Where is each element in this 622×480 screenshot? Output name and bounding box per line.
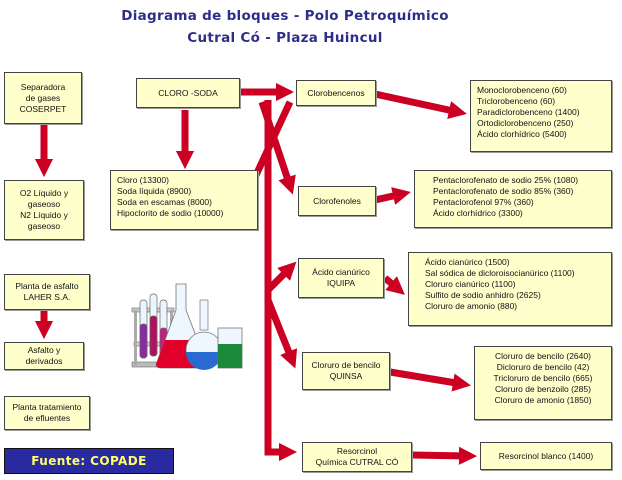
resorcinol-product: Resorcinol blanco (1400) bbox=[498, 450, 594, 461]
gases-box: O2 Líquido y gaseoso N2 Líquido y gaseos… bbox=[4, 180, 84, 240]
arrow-clorobencenos-products bbox=[374, 90, 467, 119]
arrow-branch-acido bbox=[265, 261, 297, 293]
clorofenoles-label: Clorofenoles bbox=[313, 195, 361, 206]
separator-box: Separadora de gases COSERPET bbox=[4, 72, 82, 124]
separator-line2: de gases bbox=[25, 92, 61, 103]
asphalt-products-line1: Asfalto y bbox=[27, 345, 61, 355]
clorobencenos-product: Ortodiclorobenceno (250) bbox=[477, 118, 574, 128]
cloro-soda-product: Soda en escamas (8000) bbox=[117, 197, 212, 207]
resorcinol-line1: Resorcinol bbox=[336, 446, 378, 456]
arrow-bencilo-products bbox=[389, 368, 471, 392]
clorobencenos-product: Paradiclorobenceno (1400) bbox=[477, 107, 580, 117]
diagram-title-line2: Cutral Có - Plaza Huincul bbox=[187, 30, 383, 46]
asphalt-products-line2: derivados bbox=[25, 356, 63, 366]
acido-cianurico-product: Ácido cianúrico (1500) bbox=[425, 257, 510, 267]
cloro-soda-label: CLORO -SODA bbox=[158, 87, 218, 98]
cloruro-bencilo-product: Dicloruro de bencilo (42) bbox=[496, 362, 590, 372]
acido-cianurico-box: Ácido cianúrico IQUIPA bbox=[298, 258, 384, 298]
cloruro-bencilo-line1: Cloruro de bencilo bbox=[311, 360, 381, 370]
arrow-branch-bencilo bbox=[264, 298, 298, 369]
clorobencenos-product: Monoclorobenceno (60) bbox=[477, 85, 567, 95]
acido-cianurico-product: Cloruro cianúrico (1100) bbox=[425, 279, 516, 289]
asphalt-plant-line2: LAHER S.A. bbox=[23, 292, 71, 302]
resorcinol-box: Resorcinol Química CUTRAL CÓ bbox=[302, 442, 412, 472]
acido-cianurico-product: Sal sódica de dicloroisocianúrico (1100) bbox=[425, 268, 575, 278]
separator-line3: COSERPET bbox=[19, 103, 67, 114]
acido-cianurico-product: Sulfito de sodio anhidro (2625) bbox=[425, 290, 541, 300]
arrow-resorcinol-products bbox=[411, 446, 478, 465]
asphalt-plant-box: Planta de asfalto LAHER S.A. bbox=[4, 274, 90, 310]
arrow-diag-clorofenoles bbox=[258, 100, 296, 195]
cloro-soda-product: Cloro (13300) bbox=[117, 175, 169, 185]
cloro-soda-product: Hipoclorito de sodio (10000) bbox=[117, 208, 224, 218]
arrow-acido-products bbox=[382, 275, 405, 295]
cloruro-bencilo-box: Cloruro de bencilo QUINSA bbox=[302, 352, 390, 390]
clorobencenos-label: Clorobencenos bbox=[307, 87, 365, 98]
cloruro-bencilo-products-box: Cloruro de bencilo (2640) Dicloruro de b… bbox=[474, 346, 612, 420]
effluents-box: Planta tratamiento de efluentes bbox=[4, 396, 90, 430]
acido-cianurico-line2: IQUIPA bbox=[326, 278, 356, 288]
cloruro-bencilo-product: Tricloruro de bencilo (665) bbox=[493, 373, 593, 383]
clorofenoles-products-box: Pentaclorofenato de sodio 25% (1080) Pen… bbox=[414, 170, 612, 228]
cloro-soda-product: Soda líquida (8900) bbox=[117, 186, 192, 196]
asphalt-plant-line1: Planta de asfalto bbox=[15, 281, 79, 291]
clorofenoles-product: Ácido clorhídrico (3300) bbox=[433, 208, 523, 218]
acido-cianurico-product: Cloruro de amonio (880) bbox=[425, 301, 518, 311]
acido-cianurico-products-box: Ácido cianúrico (1500) Sal sódica de dic… bbox=[408, 252, 612, 326]
cloruro-bencilo-line2: QUINSA bbox=[329, 371, 363, 381]
gases-line2: gaseoso bbox=[27, 199, 61, 209]
clorofenoles-product: Pentaclorofenol 97% (360) bbox=[433, 197, 534, 207]
cloruro-bencilo-product: Cloruro de benzoilo (285) bbox=[495, 384, 591, 394]
cloro-soda-products-box: Cloro (13300) Soda líquida (8900) Soda e… bbox=[110, 170, 258, 230]
clorobencenos-product: Ácido clorhídrico (5400) bbox=[477, 129, 567, 139]
effluents-line1: Planta tratamiento bbox=[12, 402, 82, 412]
asphalt-products-box: Asfalto y derivados bbox=[4, 342, 84, 370]
resorcinol-line2: Química CUTRAL CÓ bbox=[315, 457, 399, 467]
cloruro-bencilo-product: Cloruro de amonio (1850) bbox=[494, 395, 592, 405]
cloruro-bencilo-product: Cloruro de bencilo (2640) bbox=[495, 351, 591, 361]
clorobencenos-products-box: Monoclorobenceno (60) Triclorobenceno (6… bbox=[470, 80, 612, 152]
gases-line1: O2 Líquido y bbox=[19, 188, 69, 198]
clorobencenos-box: Clorobencenos bbox=[296, 80, 376, 106]
arrow-clorofenoles-products bbox=[374, 187, 411, 205]
clorofenoles-product: Pentaclorofenato de sodio 85% (360) bbox=[433, 186, 574, 196]
lab-glassware-illustration bbox=[131, 283, 243, 370]
clorofenoles-box: Clorofenoles bbox=[298, 186, 376, 216]
effluents-line2: de efluentes bbox=[23, 413, 71, 423]
gases-line3: N2 Líquido y bbox=[20, 210, 68, 220]
source-badge: Fuente: COPADE bbox=[4, 448, 174, 474]
acido-cianurico-line1: Ácido cianúrico bbox=[312, 267, 370, 277]
diagram-title-line1: Diagrama de bloques - Polo Petroquímico bbox=[121, 8, 449, 24]
clorobencenos-product: Triclorobenceno (60) bbox=[477, 96, 556, 106]
gases-line4: gaseoso bbox=[27, 221, 61, 231]
resorcinol-products-box: Resorcinol blanco (1400) bbox=[480, 442, 612, 470]
separator-line1: Separadora bbox=[20, 81, 66, 92]
arrow-trunk bbox=[264, 100, 298, 462]
cloro-soda-box: CLORO -SODA bbox=[136, 78, 240, 108]
clorofenoles-product: Pentaclorofenato de sodio 25% (1080) bbox=[433, 175, 579, 185]
